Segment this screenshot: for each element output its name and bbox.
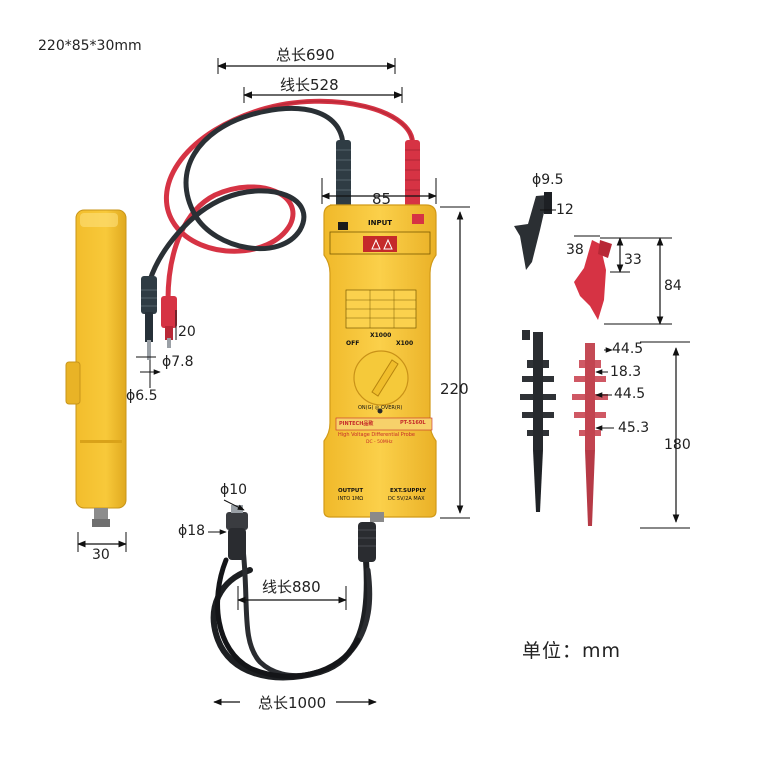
dim-hook-180-label: 180 [664,437,691,453]
panel-input-label: INPUT [368,219,393,227]
dim-lead-528 [243,87,403,103]
dim-hook [595,341,690,529]
dim-height-220 [440,206,470,519]
panel-brand-label: PINTECH品致 [339,421,374,427]
panel-model-label: PT-5160L [400,420,426,426]
panel-output-sub: INTO 1MΩ [338,496,364,502]
dim-hook-45-3-label: 45.3 [618,420,650,436]
panel-led-label: ON(G) ◎ OVER(R) [358,405,403,411]
red-banana-plug [161,296,177,348]
dim-width-85 [321,178,437,204]
dim-bnc-phi-18-label: ϕ18 [178,523,206,539]
panel-output-label: OUTPUT [338,488,364,494]
dim-hook-18-3-label: 18.3 [610,364,642,380]
overall-size-label: 220*85*30mm [38,38,142,54]
black-hook-probe [520,330,556,512]
bnc-cable [210,537,373,681]
dim-cable-880-label: 线长880 [262,578,321,596]
dim-clip [574,235,672,325]
panel-bandwidth: DC - 50MHz [366,440,393,445]
dim-clip-84-label: 84 [664,278,682,294]
dim-width-85-label: 85 [372,190,392,208]
panel-supply-sub: DC 5V/2A MAX [388,496,425,502]
red-input-connector [405,140,420,212]
dim-total-1000-label: 总长1000 [258,694,327,712]
dim-clip-38-label: 38 [566,242,584,258]
dim-phi-7-8-label: ϕ7.8 [162,354,194,370]
red-hook-probe [572,343,608,526]
dim-side-30-label: 30 [92,547,110,563]
dim-clip-33-label: 33 [624,252,642,268]
dim-total-690-label: 总长690 [276,46,335,64]
dim-bnc-phi-10-label: ϕ10 [220,482,248,498]
dim-cable-880 [237,586,347,610]
dim-hook-44-5-a-label: 44.5 [612,341,644,357]
panel-x100-label: X100 [396,340,414,347]
test-leads [147,98,415,303]
black-alligator-clip [514,192,556,270]
bnc-connector-right [358,522,376,562]
dim-total-690 [217,58,396,74]
dim-hook-44-5-b-label: 44.5 [614,386,646,402]
bnc-connector-left [226,505,248,560]
dim-clip-phi-9-5-label: ϕ9.5 [532,172,564,188]
panel-off-label: OFF [346,340,360,347]
red-alligator-clip [574,240,612,320]
black-input-connector [336,140,351,212]
panel-product-name: High Voltage Differential Probe [338,432,415,438]
dim-clip-12-label: 12 [556,202,574,218]
dim-phi-6-5-label: ϕ6.5 [126,388,158,404]
dim-height-220-label: 220 [440,380,469,398]
dim-bnc [208,499,245,535]
panel-supply-label: EXT.SUPPLY [390,488,427,494]
unit-label: 单位：mm [522,640,622,662]
dim-lead-528-label: 线长528 [280,76,339,94]
panel-x1000-label: X1000 [370,332,392,339]
dim-lead-tip-20-label: 20 [178,324,196,340]
probe-side-view [65,209,127,552]
probe-body [323,204,437,522]
black-banana-plug [141,276,157,360]
